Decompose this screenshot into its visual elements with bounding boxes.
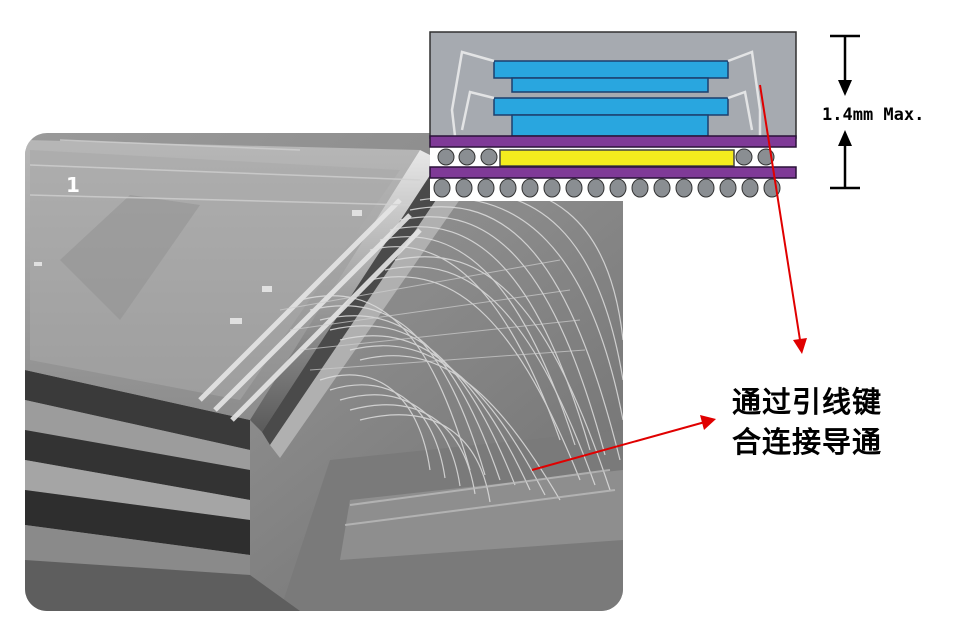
inter-substrate-balls [437, 148, 775, 166]
annotation-caption: 通过引线键 合连接导通 [732, 382, 942, 462]
controller-die [499, 149, 735, 167]
package-cross-section [429, 30, 797, 201]
memory-die-1 [493, 60, 729, 79]
upper-substrate [429, 135, 797, 148]
memory-die-2 [511, 77, 709, 93]
memory-die-3 [493, 97, 729, 116]
lower-substrate [429, 166, 797, 179]
height-label: 1.4mm Max. [822, 105, 924, 125]
memory-die-4 [511, 114, 709, 137]
sem-photo: 1 [25, 133, 623, 611]
bga-solder-balls [433, 178, 781, 198]
caption-line-1: 通过引线键 [732, 385, 883, 419]
caption-line-2: 合连接导通 [732, 425, 883, 459]
bond-wires [450, 50, 762, 137]
height-dimension [830, 34, 860, 190]
callout-arrows [531, 84, 807, 471]
photo-index-label: 1 [66, 173, 80, 197]
